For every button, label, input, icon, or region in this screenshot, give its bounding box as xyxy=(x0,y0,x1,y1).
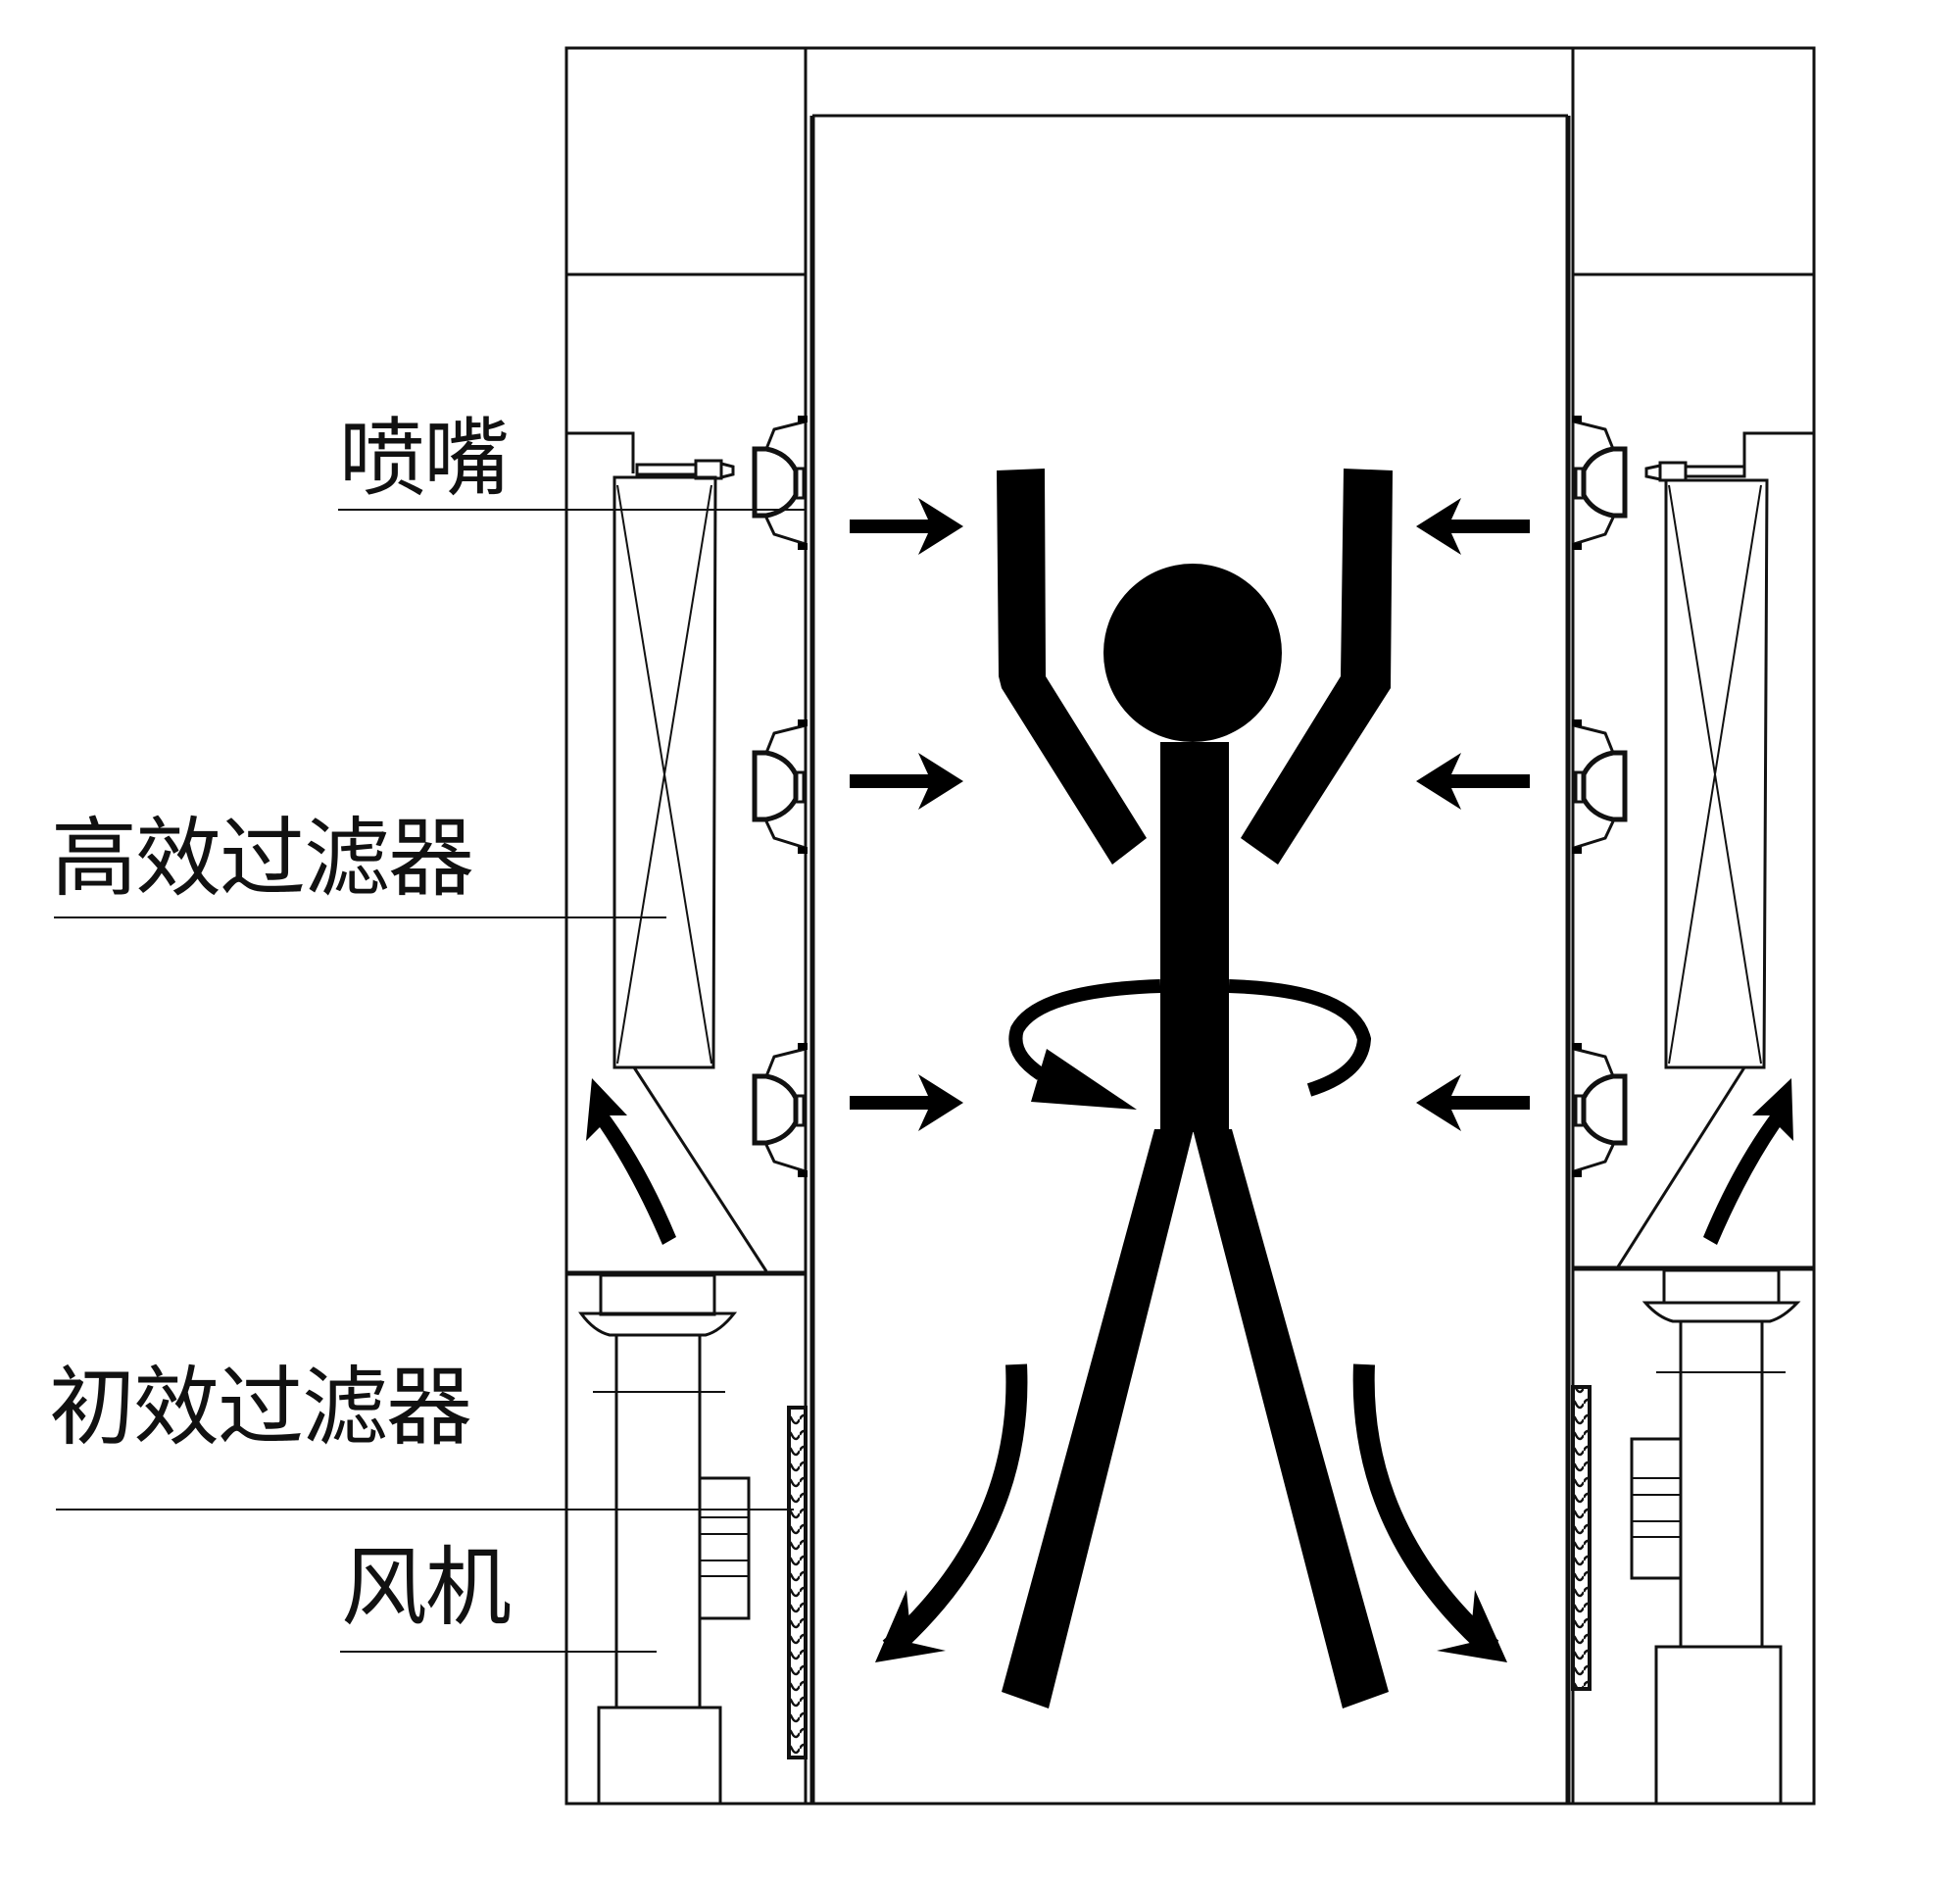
label-fan: 风机 xyxy=(341,1537,512,1638)
airflow-arrows-right xyxy=(1416,498,1530,1131)
hepa-filter-right xyxy=(1615,461,1769,1269)
exhaust-arrow-left xyxy=(875,1363,1028,1662)
nozzles-left xyxy=(755,416,808,1177)
nozzles-right xyxy=(1572,416,1625,1177)
return-arrow-left xyxy=(586,1078,676,1245)
exhaust-arrow-right xyxy=(1352,1363,1507,1662)
label-hepa-filter: 高效过滤器 xyxy=(51,808,474,909)
rotation-arrow xyxy=(1008,979,1372,1110)
leader-lines xyxy=(54,509,806,1653)
label-primary-filter: 初效过滤器 xyxy=(49,1357,472,1458)
fan-unit-left xyxy=(578,1273,751,1806)
primary-filter-left xyxy=(787,1406,808,1759)
person-figure xyxy=(997,469,1393,1709)
airflow-arrows-left xyxy=(850,498,963,1131)
hepa-filter-left xyxy=(612,459,768,1272)
fan-unit-right xyxy=(1630,1268,1801,1806)
label-nozzle: 喷嘴 xyxy=(339,408,510,509)
primary-filter-right xyxy=(1571,1385,1592,1691)
return-arrow-right xyxy=(1703,1078,1793,1245)
